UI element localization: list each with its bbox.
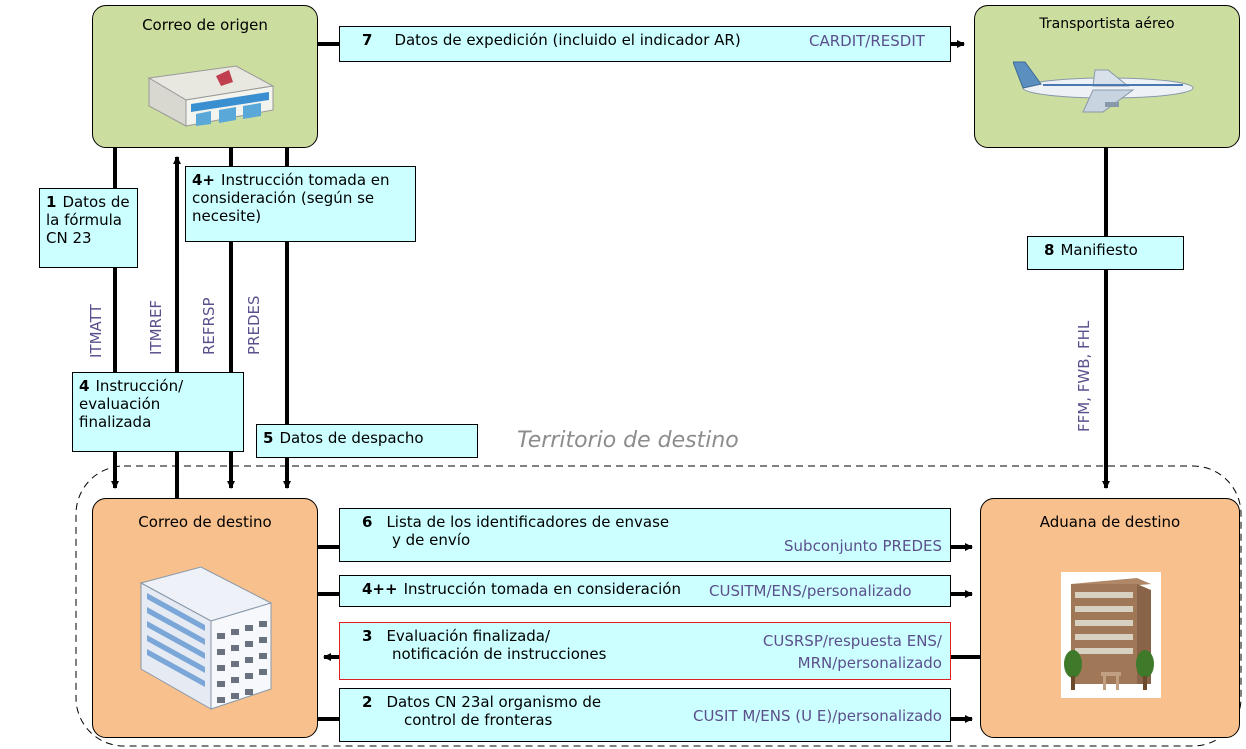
step-3-code-line2: MRN/personalizado — [797, 654, 942, 672]
step-6-code: Subconjunto PREDES — [784, 537, 942, 555]
step-2-number: 2 — [362, 693, 373, 711]
node-dest-post-title: Correo de destino — [138, 513, 272, 531]
step-5-box: 5 Datos de despacho — [256, 424, 478, 458]
step-6-number: 6 — [362, 513, 373, 531]
step-1-text: Datos de la fórmula CN 23 — [46, 193, 130, 247]
post-office-icon — [147, 65, 275, 127]
node-origin-post: Correo de origen — [92, 5, 318, 148]
step-7-code: CARDIT/RESDIT — [809, 32, 925, 50]
node-destination-customs: Aduana de destino — [980, 498, 1240, 738]
airplane-icon — [1013, 61, 1194, 113]
office-building-icon — [139, 566, 273, 710]
step-5-number: 5 — [263, 429, 274, 447]
node-carrier-title: Transportista aéreo — [1039, 16, 1175, 32]
step-7-box: 7 Datos de expedición (incluido el indica… — [339, 26, 951, 62]
code-itmref: ITMREF — [147, 299, 165, 355]
step-2-text-line1: Datos CN 23al organismo de — [386, 693, 602, 711]
step-7-number: 7 — [362, 31, 373, 49]
step-8-box: 8 Manifiesto — [1027, 236, 1184, 270]
step-4-text: Instrucción/ evaluación finalizada — [79, 377, 184, 431]
step-4plus-text: Instrucción tomada en consideración (seg… — [192, 171, 390, 225]
code-refrsp: REFRSP — [200, 297, 218, 355]
step-4plusplus-box: 4++ Instrucción tomada en consideración C… — [339, 575, 951, 607]
territory-boundary — [75, 465, 1242, 747]
step-6-text-line2: y de envío — [392, 531, 471, 549]
code-ffm-fwb-fhl: FFM, FWB, FHL — [1075, 320, 1093, 432]
step-3-box: 3 Evaluación finalizada/ notificación de … — [339, 622, 951, 680]
step-3-text-line1: Evaluación finalizada/ — [386, 627, 551, 645]
step-7-text: Datos de expedición (incluido el indicad… — [394, 31, 741, 49]
step-8-number: 8 — [1044, 241, 1055, 259]
step-8-text: Manifiesto — [1060, 241, 1138, 259]
step-4-number: 4 — [79, 377, 90, 395]
step-4plusplus-number: 4++ — [362, 580, 398, 598]
step-2-text-line2: control de fronteras — [404, 711, 553, 729]
code-predes: PREDES — [245, 295, 263, 356]
step-4plus-number: 4+ — [192, 171, 216, 189]
step-6-text-line1: Lista de los identificadores de envase — [386, 513, 670, 531]
step-2-box: 2 Datos CN 23al organismo de control de f… — [339, 688, 951, 742]
node-air-carrier: Transportista aéreo — [974, 5, 1240, 148]
step-1-number: 1 — [46, 193, 57, 211]
step-4plusplus-text: Instrucción tomada en consideración — [403, 580, 681, 598]
territory-label: Territorio de destino — [517, 428, 739, 453]
node-customs-title: Aduana de destino — [1039, 513, 1181, 531]
step-3-code-line1: CUSRSP/respuesta ENS/ — [762, 632, 942, 650]
step-3-text-line2: notificación de instrucciones — [392, 645, 607, 663]
step-4plus-box: 4+Instrucción tomada en consideración (s… — [185, 166, 416, 242]
step-4plusplus-code: CUSITM/ENS/personalizado — [709, 582, 912, 600]
code-itmatt: ITMATT — [87, 304, 105, 358]
customs-building-icon — [1061, 572, 1161, 698]
node-destination-post: Correo de destino — [92, 498, 318, 738]
step-3-number: 3 — [362, 627, 373, 645]
node-origin-title: Correo de origen — [142, 16, 268, 34]
step-2-code: CUSIT M/ENS (U E)/personalizado — [692, 707, 942, 725]
step-5-text: Datos de despacho — [279, 429, 424, 447]
